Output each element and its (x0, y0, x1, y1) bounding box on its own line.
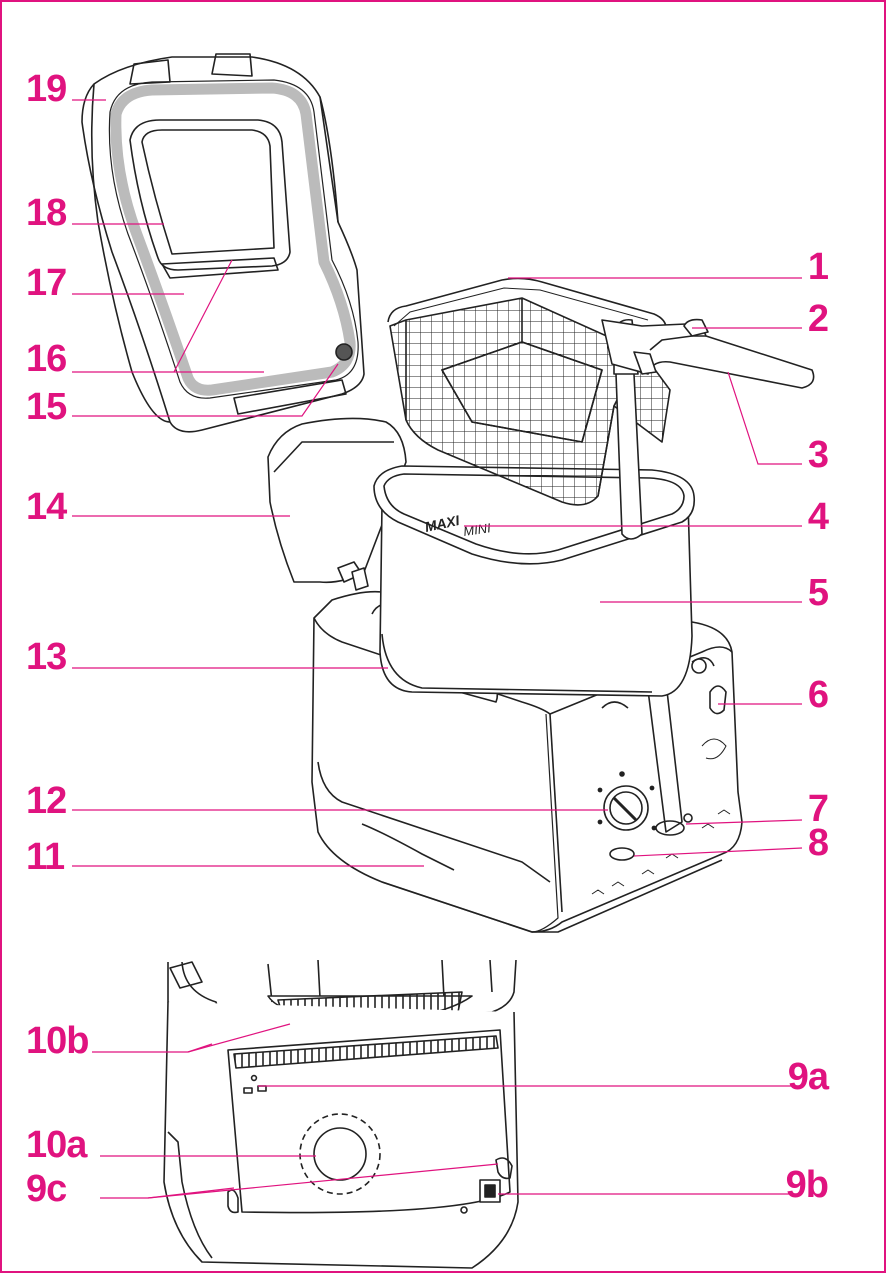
label-10a: 10a (26, 1124, 87, 1166)
basket (387, 277, 815, 540)
label-5: 5 (807, 572, 829, 614)
maxi-mark: MAXI (423, 512, 462, 535)
label-9c: 9c (26, 1168, 67, 1210)
label-18: 18 (26, 192, 67, 234)
filter-cover (267, 417, 407, 591)
mini-mark: MINI (462, 520, 492, 539)
label-9a: 9a (787, 1056, 829, 1098)
label-9b: 9b (785, 1164, 829, 1206)
label-16: 16 (26, 338, 67, 380)
label-15: 15 (26, 386, 67, 428)
label-19: 19 (26, 68, 67, 110)
label-12: 12 (26, 780, 67, 822)
label-11: 11 (26, 836, 65, 878)
label-1: 1 (807, 246, 829, 288)
label-14: 14 (26, 486, 67, 528)
lid (81, 53, 365, 433)
label-8: 8 (807, 822, 829, 864)
label-13: 13 (26, 636, 67, 678)
label-2: 2 (807, 298, 829, 340)
label-3: 3 (807, 434, 829, 476)
label-17: 17 (26, 262, 67, 304)
rear-view (163, 959, 519, 1269)
leader-lines (72, 99, 803, 1199)
label-4: 4 (807, 496, 829, 538)
label-6: 6 (807, 674, 829, 716)
label-10b: 10b (26, 1020, 89, 1062)
label-7: 7 (807, 788, 829, 830)
oil-bowl: MAXI MINI (373, 465, 696, 697)
